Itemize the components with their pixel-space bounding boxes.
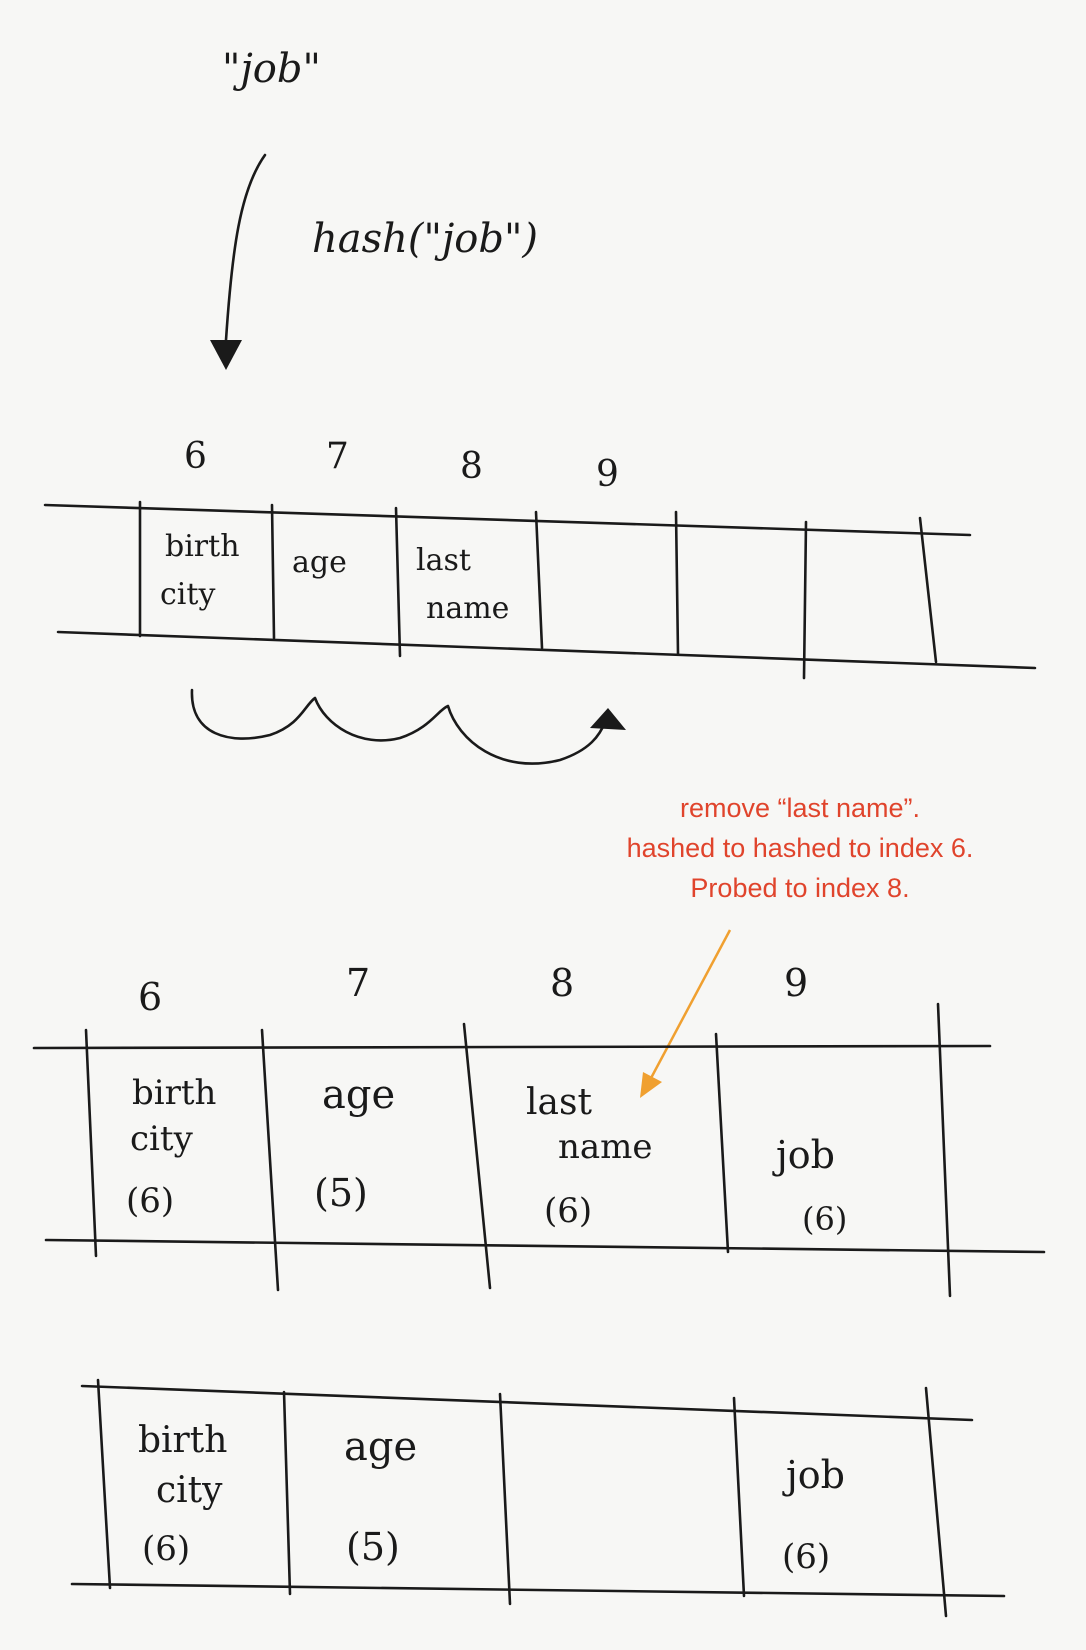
table2-divider [936, 1002, 952, 1298]
table2-cell-text: (6) [802, 1200, 847, 1238]
table3-cell-text: birth [138, 1420, 227, 1461]
table1-divider [802, 520, 808, 680]
table3-divider [282, 1390, 292, 1596]
table3-cell-text: age [344, 1424, 417, 1470]
annotation-line: Probed to index 8. [690, 873, 910, 903]
table1-index: 9 [596, 454, 619, 495]
table2-divider [84, 1028, 98, 1258]
table3-bottom-border [70, 1582, 1006, 1598]
table3-cell-text: (5) [346, 1525, 400, 1569]
table2-index: 9 [784, 961, 808, 1005]
table2-cell-text: name [558, 1127, 653, 1167]
table2-cell-text: (6) [126, 1181, 174, 1221]
hash-arrow-line [224, 153, 267, 342]
table1-divider [270, 503, 276, 640]
annotation-arrow-line [648, 929, 732, 1081]
probe-loops-arrow [190, 688, 607, 765]
table2-index: 7 [346, 961, 370, 1005]
table2: 6 7 8 9 birth city (6) age (5) last name… [32, 961, 1046, 1298]
table1-cell-text: age [292, 545, 347, 580]
table2-top-border [32, 1044, 992, 1050]
table1-cell-text: city [160, 577, 215, 612]
hash-arrow-head-icon [210, 340, 242, 370]
table2-bottom-border [44, 1238, 1046, 1254]
table2-cell-text: (5) [314, 1171, 368, 1215]
input-key-label: "job" [222, 46, 321, 92]
table2-cell-text: job [772, 1133, 835, 1177]
table2-cell-text: age [322, 1072, 395, 1118]
table3-divider [732, 1396, 746, 1598]
table1-divider [394, 506, 402, 658]
table2-cell-text: city [130, 1119, 194, 1159]
table1-index: 8 [460, 446, 483, 487]
hash-call-label: hash("job") [312, 216, 538, 262]
table2-divider [260, 1028, 280, 1292]
annotation-text: remove “last name”. hashed to hashed to … [560, 788, 1040, 908]
table1-index: 6 [184, 436, 207, 477]
table1-index: 7 [326, 436, 349, 477]
table2-index: 8 [550, 961, 574, 1005]
table1-cell-text: birth [165, 529, 240, 564]
table1-divider [918, 516, 938, 664]
table1-cell-text: last [416, 543, 471, 578]
table3-cell-text: (6) [782, 1537, 830, 1577]
table2-divider [714, 1032, 730, 1254]
table3-cell-text: job [782, 1453, 845, 1497]
table2-index: 6 [138, 975, 162, 1019]
table1: 6 7 8 9 birth city age last name [43, 436, 1037, 680]
table3: birth city (6) age (5) job (6) [70, 1378, 1006, 1618]
table2-cell-text: last [526, 1082, 592, 1123]
annotation-arrow-head-icon [640, 1072, 662, 1098]
annotation-line: hashed to hashed to index 6. [626, 833, 974, 863]
table1-cell-text: name [426, 591, 509, 626]
table3-divider [498, 1392, 512, 1606]
table1-divider [674, 510, 680, 656]
table3-divider [924, 1386, 948, 1618]
table3-divider [96, 1378, 112, 1590]
table1-top-border [43, 503, 972, 537]
table3-top-border [80, 1384, 974, 1422]
table1-divider [534, 510, 544, 650]
table2-cell-text: (6) [544, 1191, 592, 1231]
table1-bottom-border [56, 630, 1037, 670]
table3-cell-text: (6) [142, 1529, 190, 1569]
table2-divider [462, 1022, 492, 1290]
table3-cell-text: city [156, 1470, 223, 1511]
table2-cell-text: birth [132, 1073, 216, 1113]
probe-arrow-head-icon [590, 708, 626, 730]
annotation-line: remove “last name”. [679, 793, 921, 823]
